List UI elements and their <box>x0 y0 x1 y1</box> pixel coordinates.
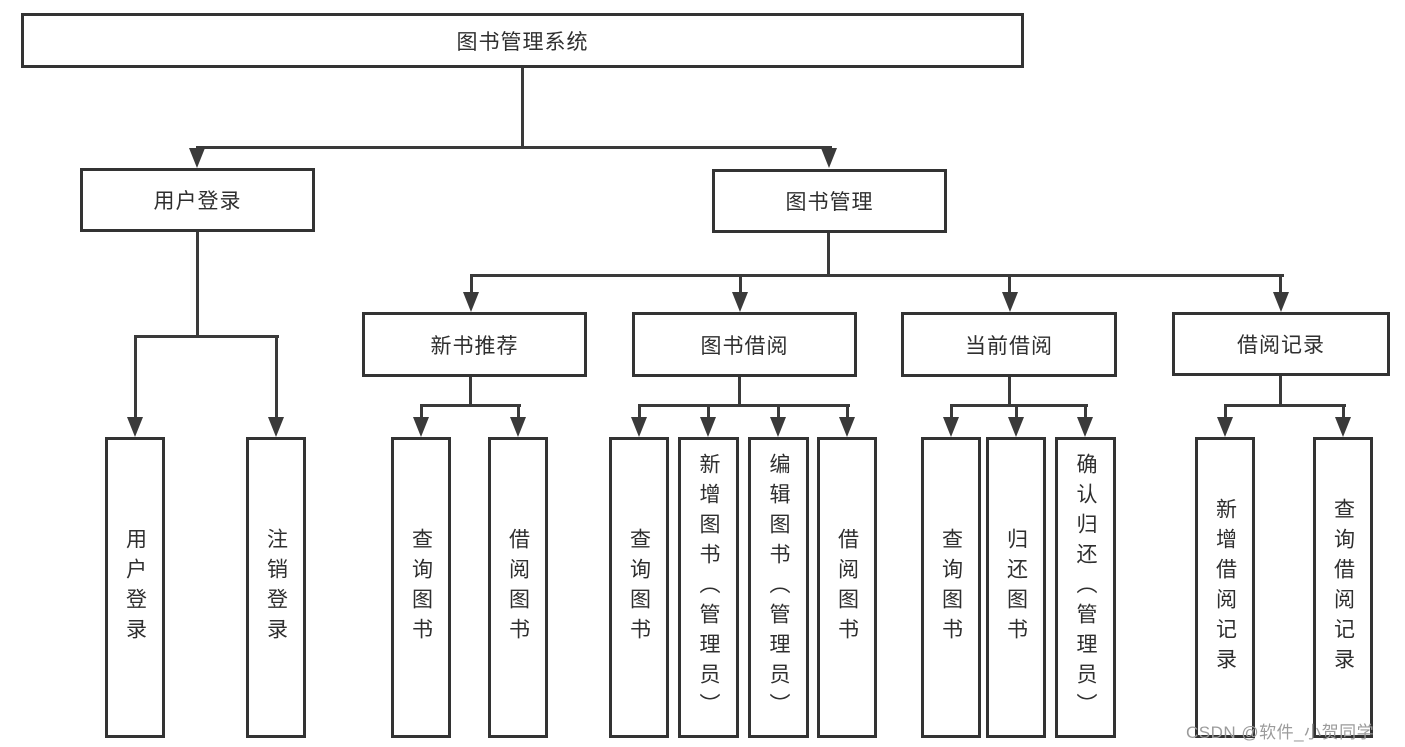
node-borrowing-records: 借阅记录 <box>1172 312 1390 376</box>
node-book-management-label: 图书管理 <box>785 191 874 214</box>
arrowhead-down-icon <box>1077 417 1093 437</box>
connector-line <box>196 232 199 338</box>
connector-line <box>1224 404 1227 421</box>
leaf-query-books-borrowing-label: 查询图书 <box>627 527 651 648</box>
arrowhead-down-icon <box>770 417 786 437</box>
arrowhead-down-icon <box>1002 292 1018 312</box>
connector-line <box>470 274 473 298</box>
node-book-management: 图书管理 <box>712 169 947 233</box>
connector-line <box>739 274 742 298</box>
connector-line <box>275 335 278 421</box>
leaf-query-books-borrowing: 查询图书 <box>609 437 669 738</box>
node-root-label: 图书管理系统 <box>456 30 589 54</box>
arrowhead-down-icon <box>1273 292 1289 312</box>
connector-line <box>1008 274 1011 298</box>
leaf-query-books-recommend: 查询图书 <box>391 437 451 738</box>
leaf-edit-book-admin-label: 编辑图书（管理员） <box>767 452 790 723</box>
connector-line <box>950 404 1088 407</box>
connector-line <box>521 68 524 149</box>
node-user-login: 用户登录 <box>80 168 315 232</box>
connector-line <box>1084 404 1087 421</box>
leaf-edit-book-admin: 编辑图书（管理员） <box>748 437 809 738</box>
leaf-borrow-books-recommend-label: 借阅图书 <box>506 527 530 648</box>
leaf-add-borrow-record: 新增借阅记录 <box>1195 437 1255 738</box>
connector-line <box>950 404 953 421</box>
connector-line <box>1279 376 1282 407</box>
leaf-query-books-recommend-label: 查询图书 <box>409 527 433 648</box>
arrowhead-down-icon <box>510 417 526 437</box>
leaf-add-book-admin: 新增图书（管理员） <box>678 437 739 738</box>
leaf-return-book: 归还图书 <box>986 437 1046 738</box>
connector-line <box>846 404 849 421</box>
leaf-user-login-label: 用户登录 <box>123 527 147 648</box>
connector-line <box>827 233 830 277</box>
connector-line <box>1342 404 1345 421</box>
node-user-login-label: 用户登录 <box>153 190 242 213</box>
arrowhead-down-icon <box>1217 417 1233 437</box>
connector-line <box>420 404 521 407</box>
connector-line <box>134 335 279 338</box>
connector-line <box>738 377 741 407</box>
arrowhead-down-icon <box>943 417 959 437</box>
arrowhead-down-icon <box>189 148 205 168</box>
arrowhead-down-icon <box>821 148 837 168</box>
leaf-query-books-current: 查询图书 <box>921 437 981 738</box>
connector-line <box>638 404 850 407</box>
connector-line <box>1008 377 1011 407</box>
leaf-query-borrow-record: 查询借阅记录 <box>1313 437 1373 738</box>
leaf-query-borrow-record-label: 查询借阅记录 <box>1331 497 1355 678</box>
arrowhead-down-icon <box>268 417 284 437</box>
leaf-add-borrow-record-label: 新增借阅记录 <box>1213 497 1237 678</box>
node-current-borrowing-label: 当前借阅 <box>965 334 1053 358</box>
node-book-borrowing: 图书借阅 <box>632 312 857 377</box>
arrowhead-down-icon <box>839 417 855 437</box>
leaf-borrow-books-borrowing-label: 借阅图书 <box>835 527 859 648</box>
csdn-watermark: CSDN @软件_小贺同学 <box>1186 723 1375 742</box>
arrowhead-down-icon <box>1335 417 1351 437</box>
connector-line <box>1224 404 1346 407</box>
arrowhead-down-icon <box>1008 417 1024 437</box>
connector-line <box>470 274 1284 277</box>
leaf-borrow-books-recommend: 借阅图书 <box>488 437 548 738</box>
leaf-user-login: 用户登录 <box>105 437 165 738</box>
leaf-return-book-label: 归还图书 <box>1004 527 1028 648</box>
connector-line <box>1279 274 1282 298</box>
arrowhead-down-icon <box>700 417 716 437</box>
arrowhead-down-icon <box>732 292 748 312</box>
connector-line <box>707 404 710 421</box>
arrowhead-down-icon <box>413 417 429 437</box>
connector-line <box>1015 404 1018 421</box>
arrowhead-down-icon <box>631 417 647 437</box>
arrowhead-down-icon <box>463 292 479 312</box>
connector-line <box>517 404 520 421</box>
leaf-borrow-books-borrowing: 借阅图书 <box>817 437 877 738</box>
leaf-query-books-current-label: 查询图书 <box>939 527 963 648</box>
node-new-book-recommendation-label: 新书推荐 <box>430 334 519 358</box>
connector-line <box>777 404 780 421</box>
connector-line <box>420 404 423 421</box>
connector-line <box>469 377 472 407</box>
connector-line <box>638 404 641 421</box>
node-new-book-recommendation: 新书推荐 <box>362 312 587 377</box>
node-book-borrowing-label: 图书借阅 <box>700 334 789 358</box>
node-root: 图书管理系统 <box>21 13 1024 68</box>
leaf-logout: 注销登录 <box>246 437 306 738</box>
leaf-logout-label: 注销登录 <box>264 527 288 648</box>
leaf-confirm-return-admin-label: 确认归还（管理员） <box>1074 452 1097 723</box>
node-current-borrowing: 当前借阅 <box>901 312 1117 377</box>
connector-line <box>134 335 137 421</box>
connector-line <box>196 146 832 149</box>
leaf-add-book-admin-label: 新增图书（管理员） <box>697 452 720 723</box>
leaf-confirm-return-admin: 确认归还（管理员） <box>1055 437 1116 738</box>
node-borrowing-records-label: 借阅记录 <box>1237 334 1325 357</box>
arrowhead-down-icon <box>127 417 143 437</box>
